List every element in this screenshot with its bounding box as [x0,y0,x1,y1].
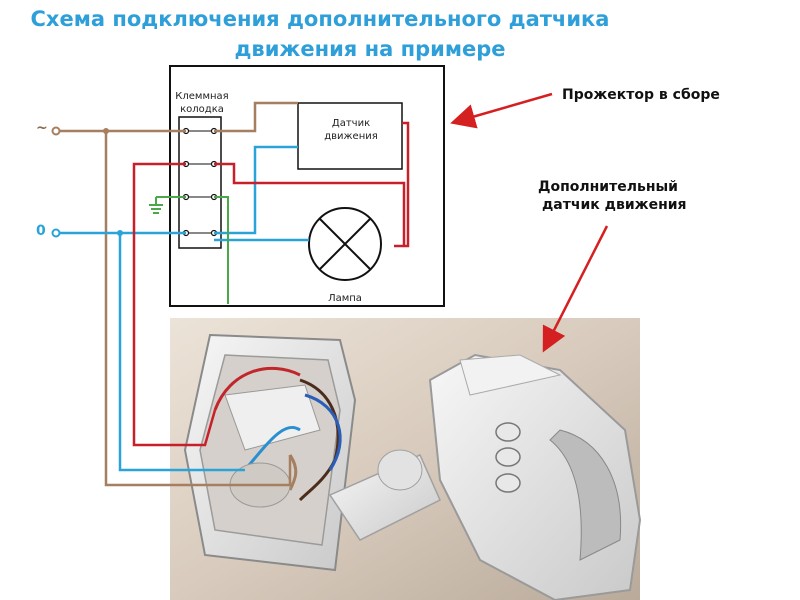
extra-sensor-callout-line2: датчик движения [542,197,687,213]
ground-symbol [149,204,163,214]
extra-sensor-callout: Дополнительный датчик движения [538,178,687,214]
junction-box-photo [183,333,357,572]
diagram-title-line1: Схема подключения дополнительного датчик… [30,7,610,31]
motion-sensor-photo [428,353,642,600]
terminal-block [178,116,222,249]
projector-callout: Прожектор в сборе [562,87,720,103]
terminal-block-label: Клеммная колодка [172,90,232,116]
terminal-block-label-line2: колодка [180,104,224,115]
callout-arrows [450,92,609,353]
diagram-title-line2: движения на примере [234,37,506,61]
lamp-label: Лампа [328,293,362,304]
neutral-node-label: 0 [36,223,46,239]
terminal-block-label-line1: Клеммная [175,91,229,102]
phase-node-label: ~ [36,120,48,136]
motion-sensor-label-line2: движения [324,131,378,142]
load-wire [132,121,410,447]
neutral-wire [60,145,309,472]
motion-sensor-box [297,102,403,170]
lamp-symbol [308,207,382,281]
extra-sensor-callout-line1: Дополнительный [538,179,678,195]
motion-sensor-label: Датчик движения [305,117,397,143]
ground-wire [155,196,229,304]
phase-wire [60,101,298,487]
motion-sensor-label-line1: Датчик [331,118,371,129]
projector-frame [169,65,445,307]
